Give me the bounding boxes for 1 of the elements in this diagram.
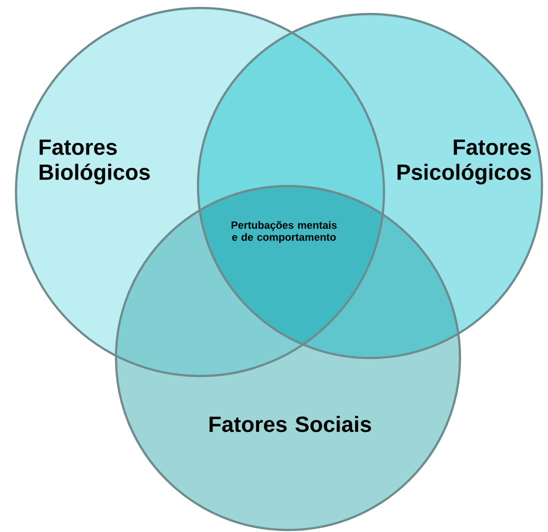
- region-label: Pertubações mentais e de comportamento: [232, 221, 337, 243]
